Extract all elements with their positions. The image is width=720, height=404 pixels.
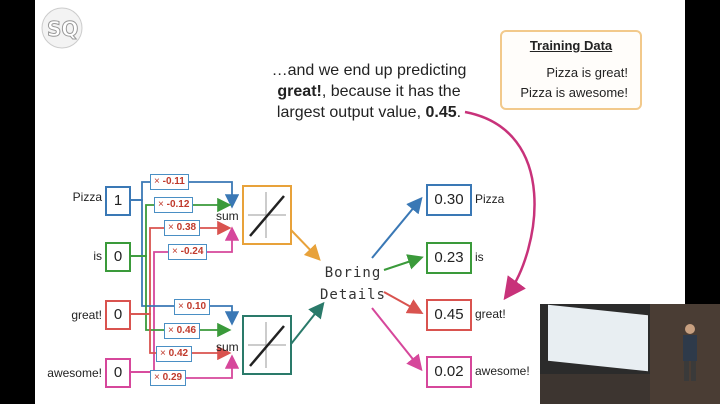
svg-text:SQ: SQ [47,17,78,41]
caption-line-2: , because it has the [321,83,461,100]
output-label-great: great! [475,307,506,321]
training-data-box: Training Data Pizza is great! Pizza is a… [500,30,642,110]
edge-pizza-bottom [130,199,240,326]
input-label-pizza: Pizza [72,190,102,204]
statquest-logo-icon: SQ [41,7,83,49]
weight-top-is: × -0.12 [154,197,194,213]
sum-label-bottom: sum [216,340,239,354]
output-value-great: 0.45 [426,299,472,331]
output-label-is: is [475,250,484,264]
input-label-awesome: awesome! [47,366,102,380]
edge-boring-to-great [383,291,424,314]
left-black-border [0,0,35,404]
edge-boring-to-pizza [371,196,423,259]
caption-line-1: …and we end up predicting [271,62,467,79]
caption-bold-value: 0.45 [425,104,457,121]
edge-boring-to-is [383,254,424,271]
input-label-is: is [93,249,102,263]
output-value-is: 0.23 [426,242,472,274]
training-data-title: Training Data [529,38,613,53]
presenter-video-inset [540,304,720,404]
edge-bottom-to-boring [290,301,325,345]
input-label-great: great! [71,308,102,322]
output-value-awesome: 0.02 [426,356,472,388]
edge-boring-to-awesome [371,307,423,372]
presenter-icon [683,324,697,381]
caption-period: . [456,104,462,121]
training-example-1: Pizza is great! [546,65,628,80]
caption-line-3: largest output value, [276,104,426,121]
weight-bottom-is: × 0.46 [164,323,201,339]
output-value-pizza: 0.30 [426,184,472,216]
edge-is-bottom [130,255,232,338]
weight-top-pizza: × -0.11 [150,174,189,190]
activation-top [242,185,292,245]
highlight-curve-arrow [464,110,536,301]
weight-top-great: × 0.38 [164,220,201,236]
input-value-great: 0 [105,300,131,330]
weight-bottom-pizza: × 0.10 [174,299,211,315]
boring-details-label: Boring Details [318,262,388,306]
input-value-pizza: 1 [105,186,131,216]
explanation-caption: …and we end up predicting great!, becaus… [258,60,480,123]
caption-bold-great: great! [277,83,322,100]
video-projector-screen [548,304,648,372]
activation-bottom [242,315,292,375]
boring-line-1: Boring [324,265,382,281]
output-label-pizza: Pizza [475,192,505,206]
sum-label-top: sum [216,209,239,223]
weight-bottom-awesome: × 0.29 [150,370,187,386]
weight-bottom-great: × 0.42 [156,346,193,362]
boring-line-2: Details [319,287,386,303]
edge-top-to-boring [290,229,321,261]
weight-top-awesome: × -0.24 [168,244,208,260]
training-example-2: Pizza is awesome! [520,85,628,100]
output-label-awesome: awesome! [475,364,530,378]
input-value-awesome: 0 [105,358,131,388]
input-value-is: 0 [105,242,131,272]
